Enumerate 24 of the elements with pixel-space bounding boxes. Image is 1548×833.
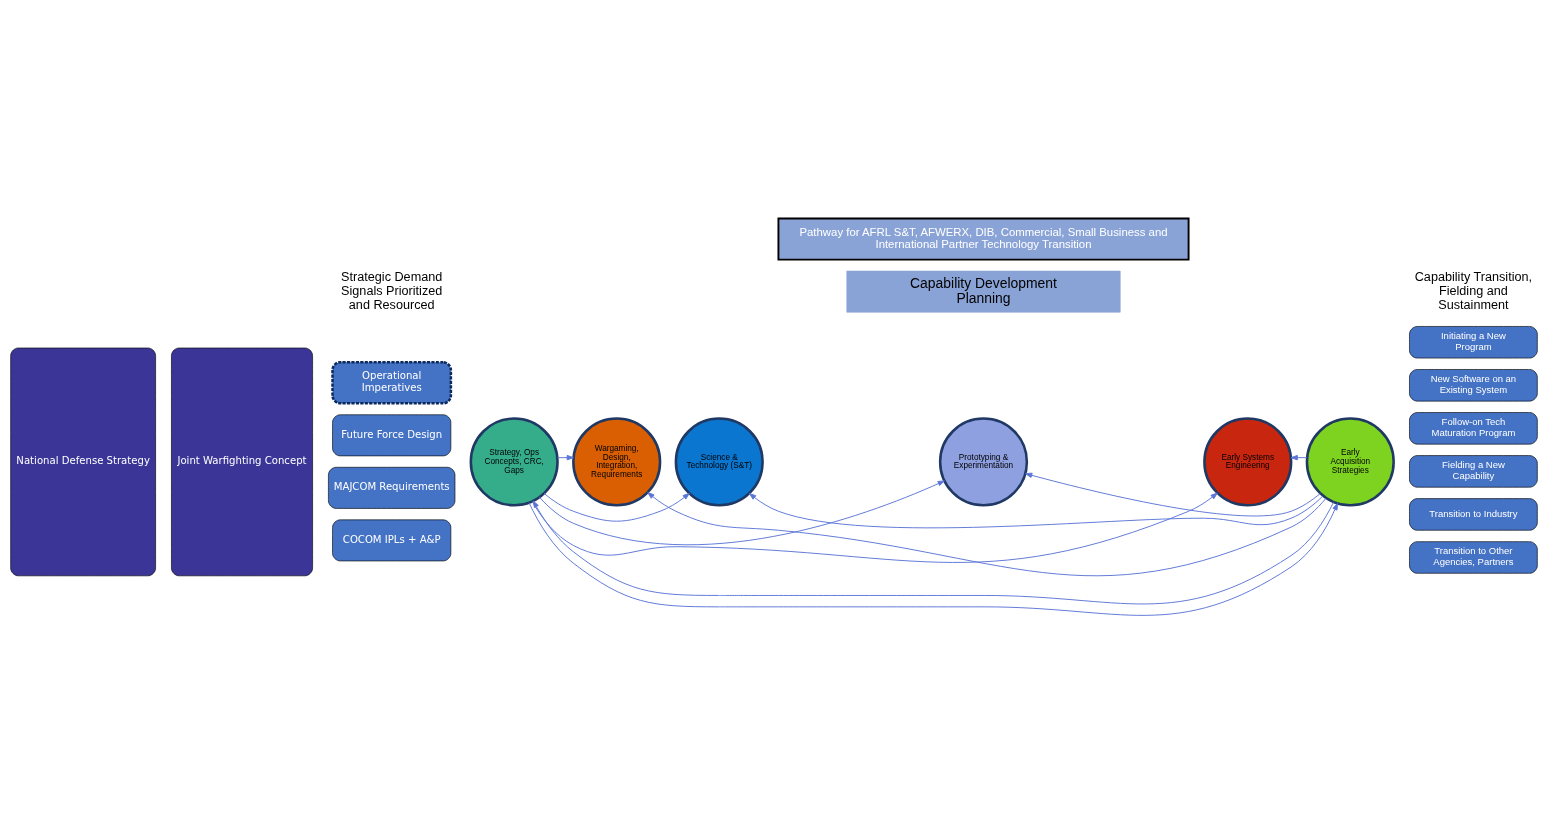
node-box: Joint Warfighting Concept xyxy=(171,347,313,576)
node-box: Transition to Other Agencies, Partners xyxy=(1409,540,1538,574)
arrow xyxy=(647,491,1327,576)
arrow xyxy=(543,492,690,522)
node-box: Initiating a New Program xyxy=(1409,325,1538,358)
node-box: Fielding a New Capability xyxy=(1409,454,1538,488)
node-box: National Defense Strategy xyxy=(10,347,156,576)
label: Capability Transition, Fielding and Sustainment xyxy=(1414,269,1533,312)
node-box: Future Force Design xyxy=(332,413,452,456)
label: Strategic Demand Signals Prioritized and Resourced xyxy=(341,269,443,312)
arrow xyxy=(538,479,945,545)
node-box: Pathway for AFRL S&T, AFWERX, DIB, Commercial, Small Business and International Partner Technology Transition xyxy=(777,217,1190,261)
node-box: MAJCOM Requirements xyxy=(328,466,456,509)
arrow xyxy=(1290,454,1308,460)
node-box: New Software on an Existing System xyxy=(1409,368,1538,401)
node-box: COCOM IPLs + A&P xyxy=(332,519,452,561)
node-box: Operational Imperatives xyxy=(331,360,453,405)
arrow xyxy=(1025,472,1321,516)
node-box: Capability Development Planning xyxy=(846,270,1121,313)
arrow xyxy=(749,492,1324,528)
node-box: Follow-on Tech Maturation Program xyxy=(1409,411,1538,444)
arrow xyxy=(557,454,574,460)
node-box: Transition to Industry xyxy=(1409,497,1538,531)
arrow xyxy=(531,492,1218,563)
